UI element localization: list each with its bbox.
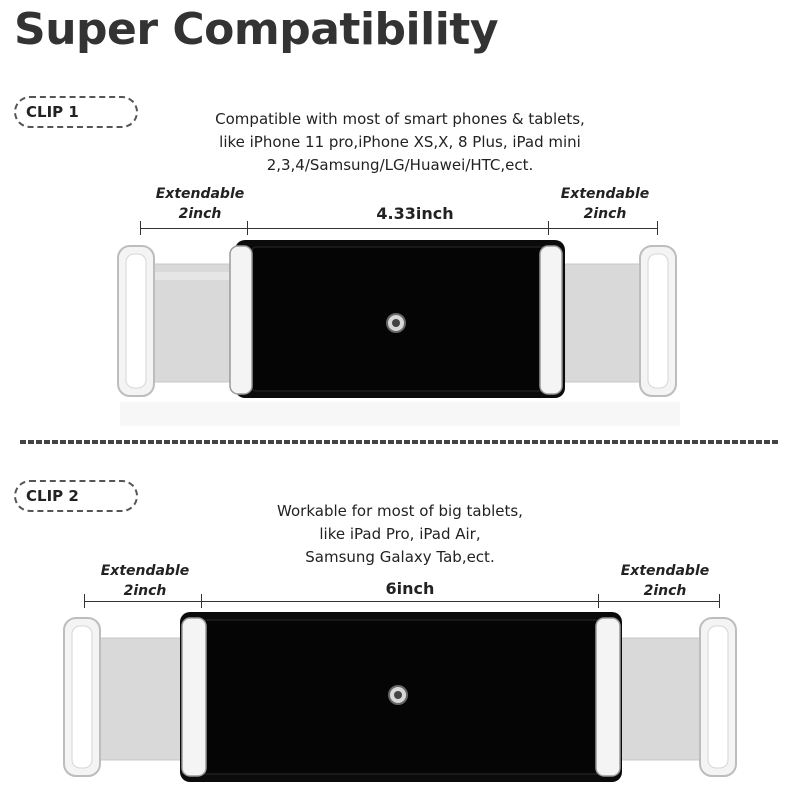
clip1-desc-line-2: like iPhone 11 pro,iPhone XS,X, 8 Plus, … bbox=[219, 133, 581, 151]
clip2-center-width: 6inch bbox=[385, 579, 435, 598]
clip1-desc-line-3: 2,3,4/Samsung/LG/Huawei/HTC,ect. bbox=[266, 156, 534, 174]
clip2-right-extend-word: Extendable bbox=[620, 563, 710, 579]
clip2-desc-line-3: Samsung Galaxy Tab,ect. bbox=[305, 548, 495, 566]
clip1-left-extend-word: Extendable bbox=[155, 186, 245, 202]
clip1-dim-tick-mid-left bbox=[247, 221, 248, 235]
clip1-desc-line-1: Compatible with most of smart phones & t… bbox=[215, 110, 585, 128]
clip1-right-extend-word: Extendable bbox=[560, 186, 650, 202]
clip2-left-extend-word: Extendable bbox=[100, 563, 190, 579]
clip2-holder-image bbox=[63, 612, 737, 782]
clip1-left-extend-size: 2inch bbox=[178, 206, 222, 222]
clip2-left-extend-label: Extendable 2inch bbox=[85, 561, 205, 601]
clip2-left-slider bbox=[95, 637, 191, 761]
clip2-right-slider bbox=[609, 637, 705, 761]
clip2-left-inner-grip bbox=[181, 617, 207, 777]
clip1-center-width: 4.33inch bbox=[376, 204, 454, 223]
clip1-dim-tick-mid-right bbox=[548, 221, 549, 235]
clip2-dimension-line bbox=[84, 601, 720, 602]
clip1-right-extend-label: Extendable 2inch bbox=[545, 184, 665, 224]
clip2-desc-line-2: like iPad Pro, iPad Air, bbox=[319, 525, 481, 543]
clip1-dimension-line bbox=[140, 228, 658, 229]
clip1-right-slider bbox=[564, 263, 651, 383]
clip2-desc-line-1: Workable for most of big tablets, bbox=[277, 502, 523, 520]
clip2-dim-tick-mid-left bbox=[201, 594, 202, 608]
clip1-right-inner-grip bbox=[539, 245, 563, 395]
clip2-dim-tick-mid-right bbox=[598, 594, 599, 608]
clip1-left-extend-label: Extendable 2inch bbox=[140, 184, 260, 224]
clip2-dim-tick-left bbox=[84, 594, 85, 608]
clip2-dim-tick-right bbox=[719, 594, 720, 608]
clip1-holder-image bbox=[117, 240, 680, 426]
section-divider bbox=[20, 440, 780, 444]
clip2-right-extend-size: 2inch bbox=[643, 583, 687, 599]
page-title: Super Compatibility bbox=[14, 4, 499, 55]
clip1-description: Compatible with most of smart phones & t… bbox=[150, 108, 650, 177]
clip1-dim-tick-right bbox=[657, 221, 658, 235]
clip2-left-extend-size: 2inch bbox=[123, 583, 167, 599]
clip1-right-extend-size: 2inch bbox=[583, 206, 627, 222]
clip2-right-extend-label: Extendable 2inch bbox=[605, 561, 725, 601]
clip2-badge: CLIP 2 bbox=[14, 480, 138, 512]
clip1-badge: CLIP 1 bbox=[14, 96, 138, 128]
clip2-right-inner-grip bbox=[595, 617, 621, 777]
clip1-dim-tick-left bbox=[140, 221, 141, 235]
clip2-description: Workable for most of big tablets, like i… bbox=[200, 500, 600, 569]
clip1-left-inner-grip bbox=[229, 245, 253, 395]
clip1-left-slider bbox=[149, 263, 236, 383]
